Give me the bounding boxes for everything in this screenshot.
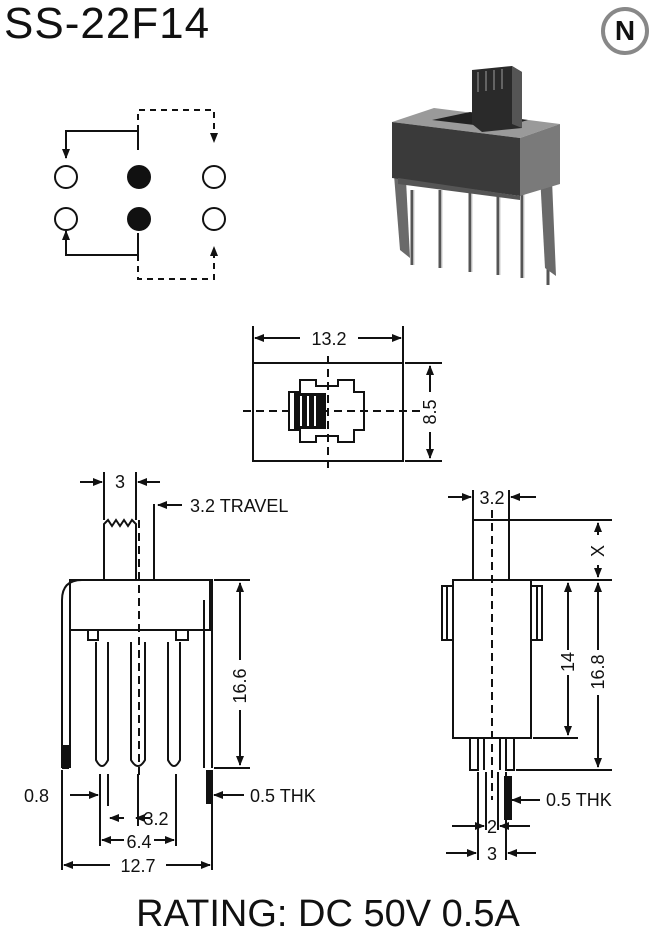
brand-logo-icon: N <box>601 7 649 55</box>
top-view-drawing <box>243 326 442 472</box>
side-view-drawing <box>441 490 612 860</box>
body-height-label: 14 <box>558 652 578 672</box>
common-terminal <box>127 165 151 189</box>
rating-label: RATING: DC 50V 0.5A <box>136 893 520 935</box>
travel-label: 3.2 TRAVEL <box>190 496 288 516</box>
terminal-circle <box>54 207 78 231</box>
front-actuator-width: 3 <box>115 472 125 492</box>
outer-pitch-label: 6.4 <box>126 832 151 852</box>
pin-tip <box>62 745 69 769</box>
overall-height-label: 16.8 <box>588 654 608 689</box>
terminal-circle <box>202 207 226 231</box>
terminal-circle <box>54 165 78 189</box>
side-actuator-width: 3.2 <box>479 488 504 508</box>
overall-width-label: 12.7 <box>120 856 155 876</box>
actuator-height-label: X <box>588 545 608 557</box>
front-height-label: 16.6 <box>230 668 250 703</box>
side-thickness-label: 0.5 THK <box>546 790 612 810</box>
common-terminal <box>127 207 151 231</box>
product-photo <box>392 66 560 285</box>
pin-tip <box>206 770 213 804</box>
page-title: SS-22F14 <box>4 0 211 48</box>
logo-letter: N <box>615 15 635 46</box>
pin-span-label: 3 <box>487 844 497 864</box>
pin-width-label: 0.8 <box>24 786 49 806</box>
circuit-schematic <box>54 109 226 280</box>
front-view-drawing <box>61 472 250 870</box>
pin-tip <box>504 776 512 820</box>
front-thickness-label: 0.5 THK <box>250 786 316 806</box>
top-height-label: 8.5 <box>420 399 440 424</box>
pin-pitch-label: 3.2 <box>143 809 168 829</box>
terminal-circle <box>202 165 226 189</box>
top-width-label: 13.2 <box>311 329 346 349</box>
pin-gap-label: 2 <box>487 817 497 837</box>
